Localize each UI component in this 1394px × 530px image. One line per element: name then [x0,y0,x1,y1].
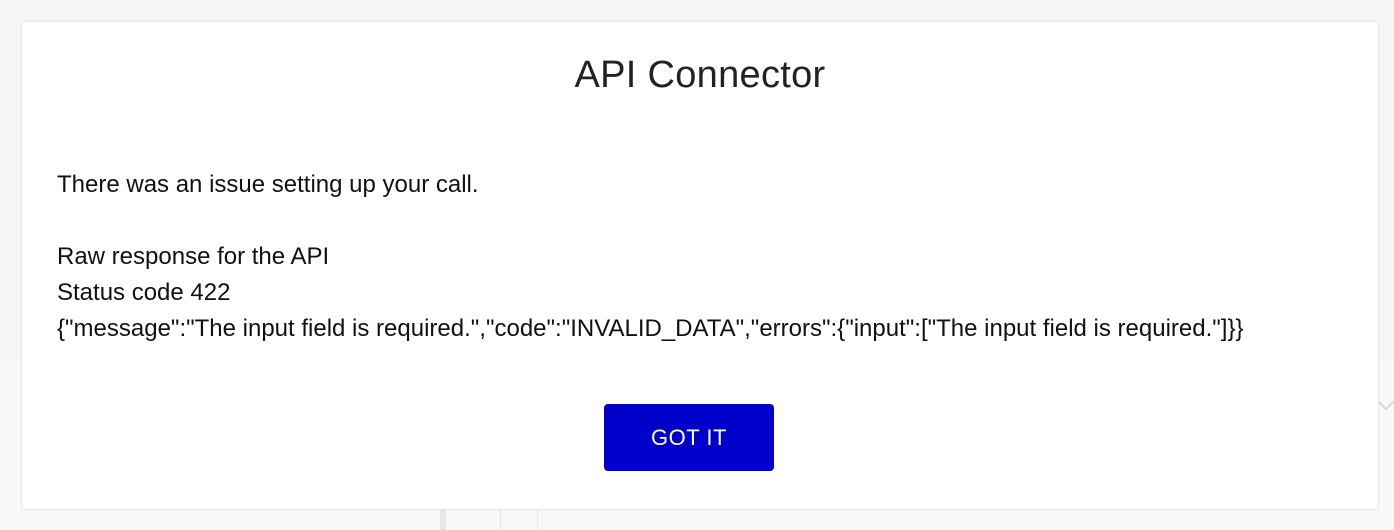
api-connector-dialog: API Connector There was an issue setting… [21,21,1379,510]
status-code: Status code 422 [57,279,231,306]
dialog-title: API Connector [574,54,826,96]
background-divider [537,500,538,530]
raw-response-label: Raw response for the API [57,243,330,270]
got-it-button[interactable]: GOT IT [604,404,774,471]
dialog-body: There was an issue setting up your call.… [57,167,1244,347]
error-message: There was an issue setting up your call. [57,171,479,198]
background-divider [440,500,446,530]
spacer [57,203,1244,239]
background-divider [500,500,501,530]
response-body: {"message":"The input field is required.… [57,315,1244,342]
